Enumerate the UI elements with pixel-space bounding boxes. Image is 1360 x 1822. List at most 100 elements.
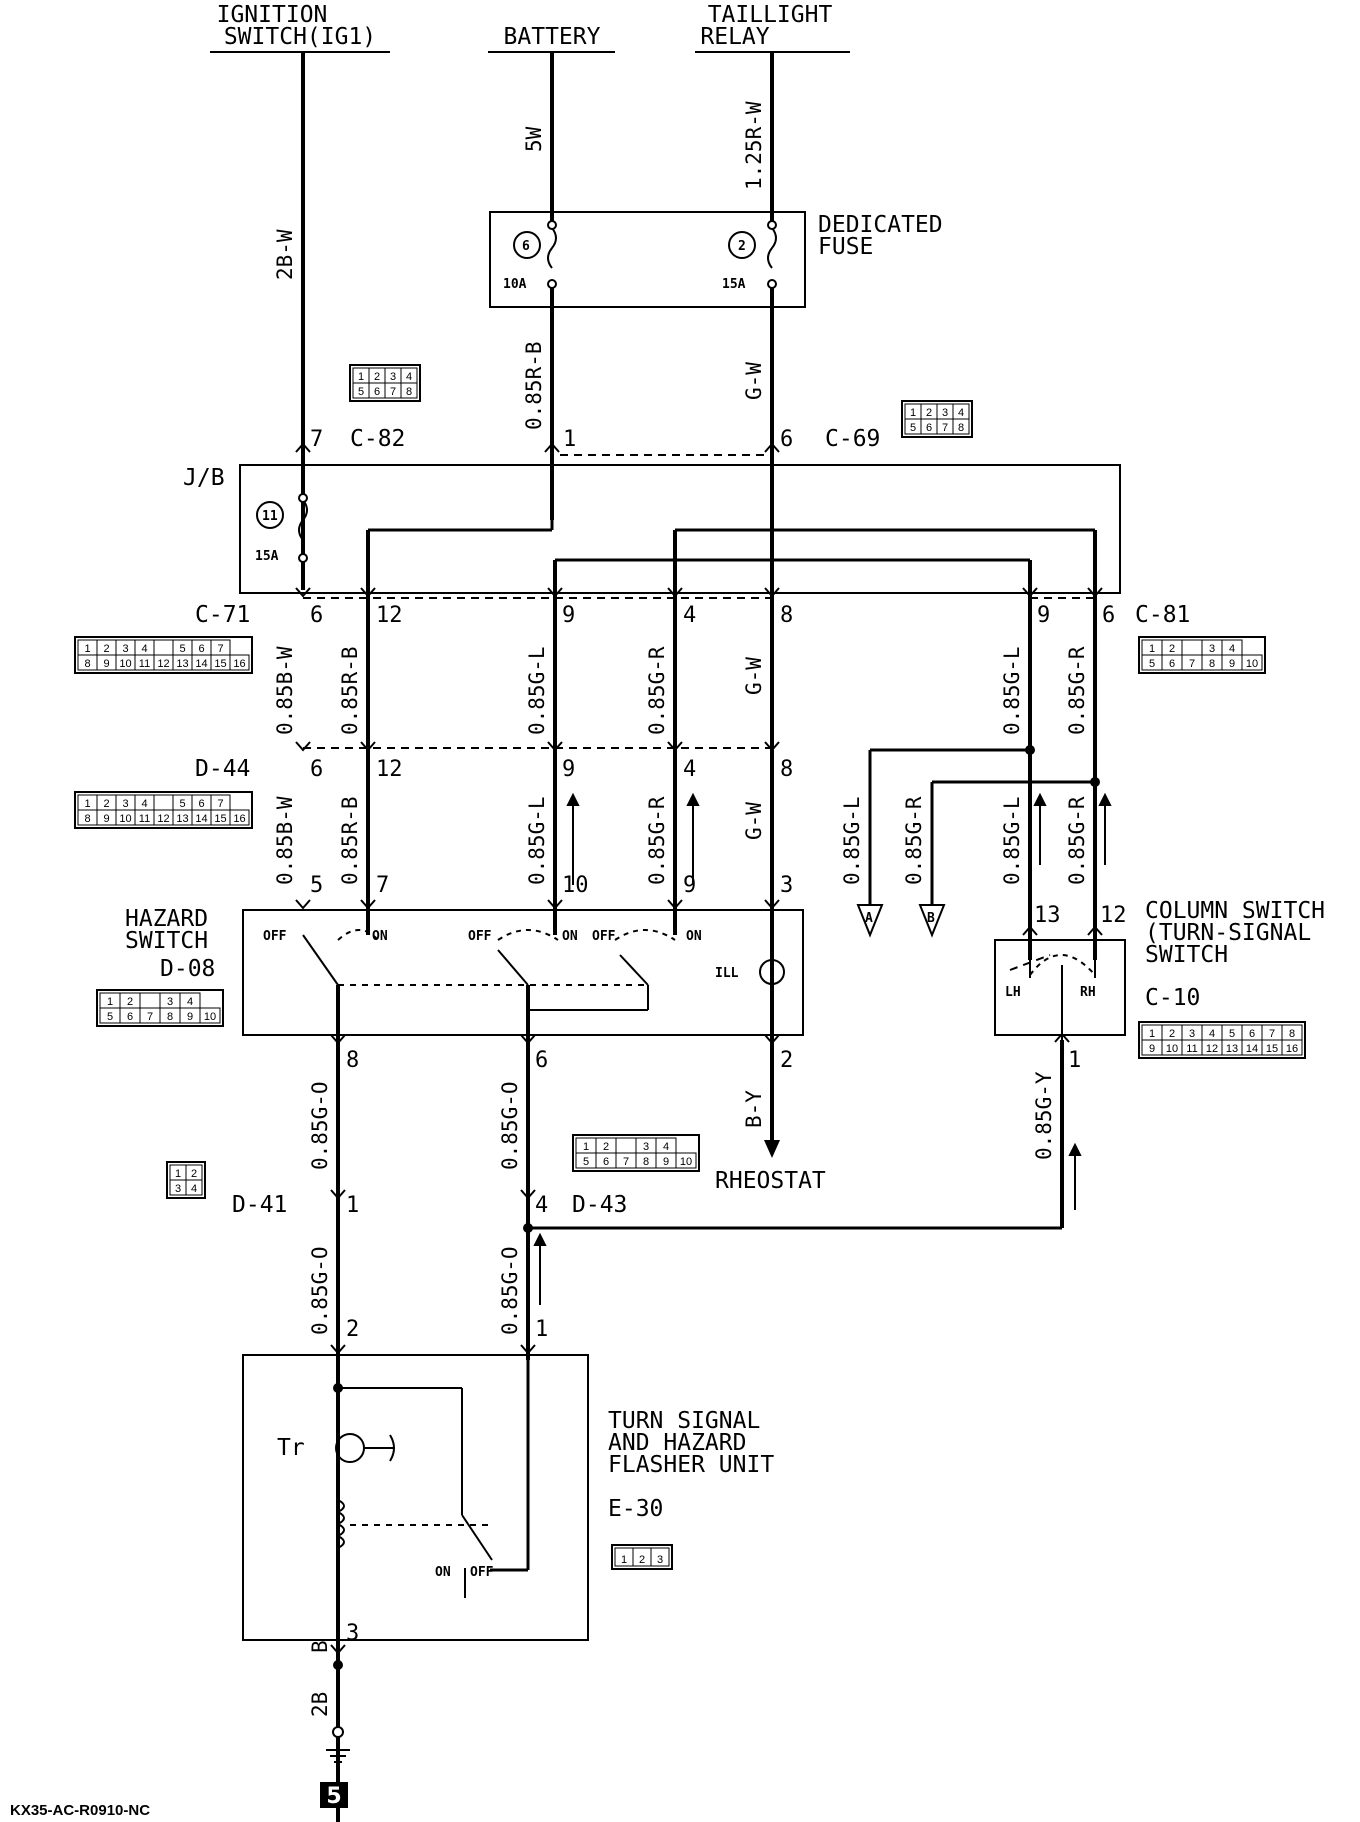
pin-h7: 7 [376, 873, 389, 898]
wire-b7: 0.85G-R [1065, 796, 1089, 885]
pin-c71-8: 8 [780, 603, 793, 628]
flasher-label-2: AND HAZARD [608, 1430, 746, 1456]
connector-pin-number: 10 [119, 658, 131, 670]
taillight-label-2: RELAY [700, 24, 769, 50]
connector-pin-number: 10 [119, 813, 131, 825]
connector-c71: C-71 [195, 602, 250, 628]
connector-pin-number: 1 [910, 407, 916, 419]
pin-d44-8: 8 [780, 757, 793, 782]
hazard-on-1: ON [372, 929, 388, 944]
connector-pin-number: 16 [1286, 1043, 1298, 1055]
wire-b2: 0.85R-B [338, 796, 362, 885]
ground-icon [326, 1726, 350, 1763]
connector-pin-number: 6 [127, 1011, 133, 1023]
wire-ig: 2B-W [273, 229, 297, 280]
connector-pin-number: 3 [390, 371, 396, 383]
connector-pin-number: 15 [214, 658, 226, 670]
connector-pin-number: 3 [1209, 643, 1215, 655]
connector-pin-number: 4 [141, 643, 147, 655]
wire-a1: 0.85B-W [273, 646, 297, 735]
connector-pin-number: 13 [176, 813, 188, 825]
rheostat-label: RHEOSTAT [715, 1168, 826, 1194]
connector-pin-number: 9 [103, 658, 109, 670]
flasher-label-1: TURN SIGNAL [608, 1408, 760, 1434]
pin-h6: 6 [535, 1048, 548, 1073]
connector-pin-number: 5 [1149, 658, 1155, 670]
pin-c81-9: 9 [1037, 603, 1050, 628]
wire-b4: 0.85G-R [645, 796, 669, 885]
connector-c81: C-81 [1135, 602, 1190, 628]
hazard-on-3: ON [686, 929, 702, 944]
connector-markers [295, 442, 1103, 1655]
connector-pin-number: 7 [623, 1156, 629, 1168]
hazard-label-1: HAZARD [125, 906, 208, 932]
connector-pin-number: 6 [926, 422, 932, 434]
connector-pin-number: 13 [1226, 1043, 1238, 1055]
wire-tail-out: G-W [742, 362, 766, 400]
connector-pin-number: 8 [1289, 1028, 1295, 1040]
pin-c71-4: 4 [683, 603, 696, 628]
taillight-label-1: TAILLIGHT [708, 2, 833, 28]
connector-pin-number: 3 [122, 643, 128, 655]
pin-c71-9: 9 [562, 603, 575, 628]
connector-pin-number: 14 [195, 658, 207, 670]
connector-pin-number: 8 [84, 658, 90, 670]
pin-d43-4: 4 [535, 1193, 548, 1218]
connector-pin-number: 1 [1149, 643, 1155, 655]
connector-c10: C-10 [1145, 985, 1200, 1011]
fuse-11-badge [256, 501, 284, 529]
pin-f3: 3 [346, 1621, 359, 1646]
junction-block-box [239, 464, 1121, 594]
connector-pin-number: 10 [1246, 658, 1258, 670]
pin-d44-4: 4 [683, 757, 696, 782]
connector-pin-number: 1 [1149, 1028, 1155, 1040]
column-label-3: SWITCH [1145, 942, 1228, 968]
connector-c69: C-69 [825, 426, 880, 452]
connector-pin-number: 9 [103, 813, 109, 825]
connector-pin-number: 3 [175, 1183, 181, 1195]
wire-bat: 5W [522, 126, 546, 152]
pin-cs1: 1 [1068, 1048, 1081, 1073]
pin-d41-1: 1 [346, 1193, 359, 1218]
wire-a5: G-W [742, 657, 766, 695]
fuse-2-number: 2 [738, 239, 746, 254]
connector-pin-number: 7 [1189, 658, 1195, 670]
connector-pin-number: 11 [139, 813, 150, 825]
pin-h8: 8 [346, 1048, 359, 1073]
connector-pin-number: 10 [204, 1011, 216, 1023]
wire-b6: 0.85G-L [1000, 796, 1024, 885]
connector-pin-number: 4 [191, 1183, 197, 1195]
transistor-icon [335, 1433, 365, 1463]
diagram-code: KX35-AC-R0910-NC [10, 1802, 150, 1819]
hazard-switch-box [242, 909, 804, 1036]
connector-pin-number: 8 [958, 422, 964, 434]
connector-pin-number: 8 [167, 1011, 173, 1023]
connector-pin-number: 2 [639, 1554, 645, 1566]
wire-c2: 0.85G-O [498, 1081, 522, 1170]
hazard-off-2: OFF [468, 929, 492, 944]
flasher-internals [335, 1387, 493, 1640]
ref-a-label: A [865, 911, 873, 926]
wires [210, 51, 1097, 1822]
connector-pin-number: 7 [217, 643, 223, 655]
connector-c82: C-82 [350, 426, 405, 452]
connector-pin-number: 2 [374, 371, 380, 383]
pin-h10: 10 [562, 873, 589, 898]
hazard-ill: ILL [715, 966, 739, 981]
wire-bB: 0.85G-R [902, 796, 926, 885]
connector-pin-number: 8 [406, 386, 412, 398]
wire-a6: 0.85G-L [1000, 646, 1024, 735]
wire-gnd1: B [308, 1640, 332, 1653]
pin-f1: 1 [535, 1317, 548, 1342]
jb-label: J/B [183, 465, 225, 491]
fuse-6-rating: 10A [503, 277, 527, 292]
connector-pin-number: 8 [84, 813, 90, 825]
fuse-2-icon [767, 227, 777, 269]
connector-pin-number: 5 [179, 643, 185, 655]
connector-ids: C-82 C-69 C-71 C-81 D-44 D-08 D-41 D-43 … [160, 426, 1200, 1522]
fuse-2-rating: 15A [722, 277, 746, 292]
connector-pin-number: 6 [1249, 1028, 1255, 1040]
